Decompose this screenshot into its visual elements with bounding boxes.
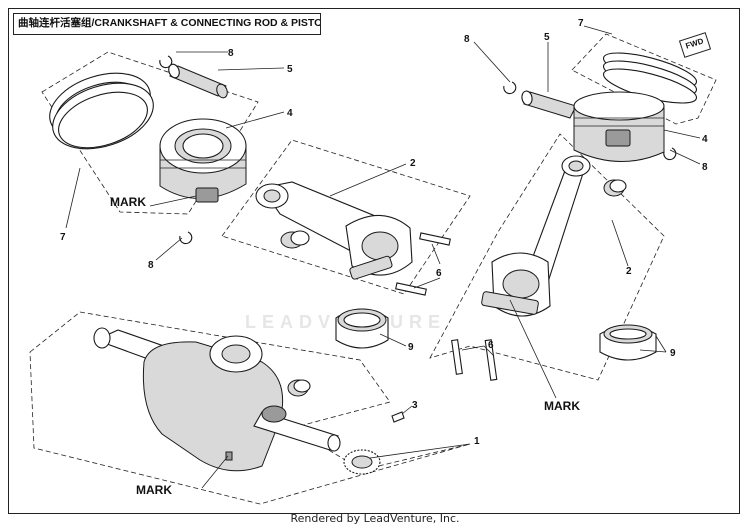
group-outline-rings-left bbox=[41, 51, 259, 215]
callout-4-left: 4 bbox=[287, 108, 293, 119]
callout-6-left: 6 bbox=[436, 268, 442, 279]
piston-pin-right bbox=[521, 90, 577, 119]
callout-9-right: 9 bbox=[670, 348, 676, 359]
group-outline-conrod-left bbox=[221, 139, 471, 295]
rod-bearing-small-right bbox=[603, 179, 627, 197]
callout-1: 1 bbox=[474, 436, 480, 447]
callout-7-right: 7 bbox=[578, 18, 584, 29]
crank-gear bbox=[343, 449, 381, 475]
mark-label-conrod: MARK bbox=[544, 399, 580, 413]
callout-5-right: 5 bbox=[544, 32, 550, 43]
rod-bearing-shells-left bbox=[335, 308, 389, 349]
callout-2-left: 2 bbox=[410, 158, 416, 169]
callout-8-right-top: 8 bbox=[464, 34, 470, 45]
piston-right bbox=[573, 91, 665, 162]
callout-8-left-bottom: 8 bbox=[148, 260, 154, 271]
pin-clip-upper-right bbox=[503, 81, 517, 95]
group-outline-crankshaft bbox=[29, 311, 471, 505]
callout-8-right-bottom: 8 bbox=[702, 162, 708, 173]
piston-left bbox=[159, 118, 247, 203]
woodruff-key bbox=[391, 411, 405, 423]
diagram-title: 曲轴连杆活塞组/CRANKSHAFT & CONNECTING ROD & PI… bbox=[13, 13, 321, 35]
mark-label-crankshaft: MARK bbox=[136, 483, 172, 497]
callout-2-right: 2 bbox=[626, 266, 632, 277]
connecting-rod-right bbox=[481, 155, 591, 317]
pin-clip-upper-left bbox=[159, 55, 173, 69]
piston-pin-left bbox=[168, 63, 228, 99]
callout-5-left: 5 bbox=[287, 64, 293, 75]
piston-rings-left bbox=[49, 72, 154, 150]
callout-6-right: 6 bbox=[488, 340, 494, 351]
pin-clip-lower-right bbox=[663, 147, 677, 161]
crank-journal-bearing bbox=[287, 379, 311, 397]
group-outline-conrod-right bbox=[429, 133, 665, 381]
callout-3: 3 bbox=[412, 400, 418, 411]
rod-bearing-small-left bbox=[280, 230, 310, 249]
mark-label-piston: MARK bbox=[110, 195, 146, 209]
callout-8-left-top: 8 bbox=[228, 48, 234, 59]
callout-9-left: 9 bbox=[408, 342, 414, 353]
piston-rings-right bbox=[602, 52, 698, 104]
crankshaft bbox=[93, 327, 341, 472]
leader-lines bbox=[65, 25, 701, 489]
group-outline-rings-right bbox=[571, 33, 717, 125]
pin-clip-lower-left bbox=[179, 231, 193, 245]
callout-7-left: 7 bbox=[60, 232, 66, 243]
connecting-rod-left bbox=[255, 181, 451, 296]
callout-4-right: 4 bbox=[702, 134, 708, 145]
footer-credit: Rendered by LeadVenture, Inc. bbox=[290, 512, 460, 525]
rod-bearing-shells-right bbox=[599, 324, 657, 361]
diagram-frame bbox=[8, 8, 740, 514]
